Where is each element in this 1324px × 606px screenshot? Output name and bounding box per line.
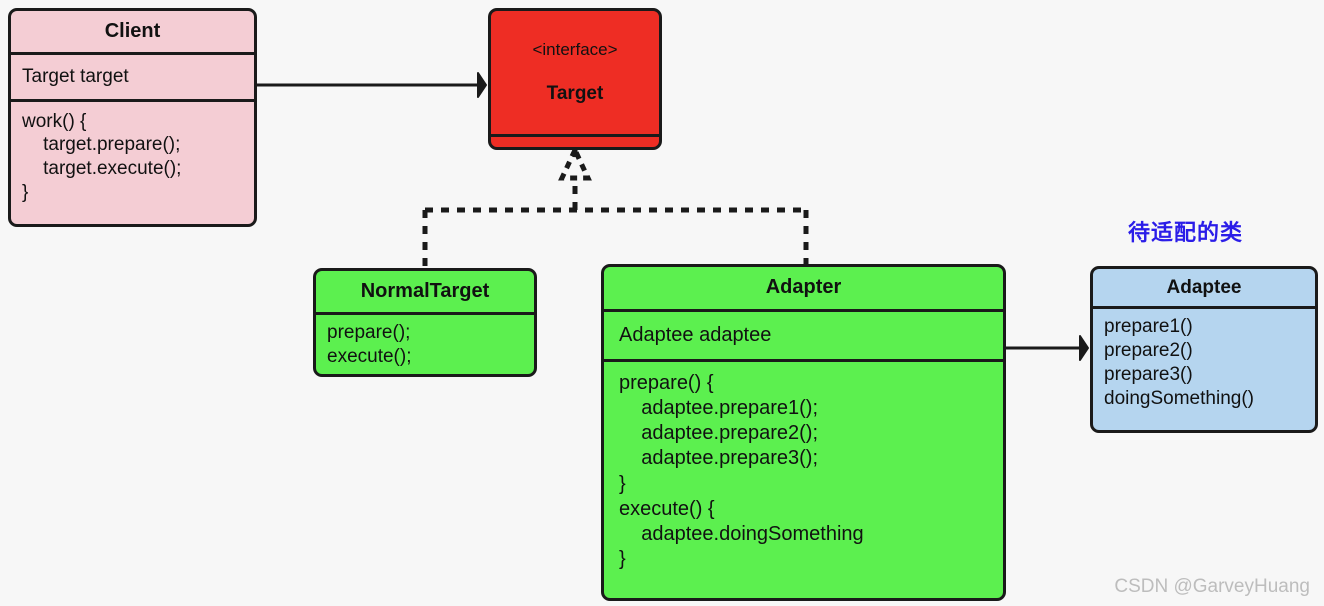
connector-realization-bus	[422, 176, 809, 268]
class-box-adaptee[interactable]: Adaptee prepare1() prepare2() prepare3()…	[1090, 266, 1318, 433]
connector-client-to-target	[257, 72, 487, 98]
class-operations-client: work() { target.prepare(); target.execut…	[11, 98, 254, 206]
class-name-normaltarget: NormalTarget	[360, 280, 490, 302]
watermark: CSDN @GarveyHuang	[1114, 576, 1310, 597]
class-attributes-adapter: Adaptee adaptee	[604, 308, 1003, 359]
class-stereotype-target: <interface>	[532, 40, 618, 60]
annotation-adaptee-note: 待适配的类	[1128, 220, 1244, 245]
class-box-client[interactable]: Client Target target work() { target.pre…	[8, 8, 257, 227]
class-title-target: Target	[546, 82, 604, 104]
class-operations-adapter: prepare() { adaptee.prepare1(); adaptee.…	[604, 358, 1003, 573]
class-name-adapter: Adapter	[765, 276, 842, 298]
class-box-adapter[interactable]: Adapter Adaptee adaptee prepare() { adap…	[601, 264, 1006, 601]
class-box-target[interactable]: <interface> Target prepare(); execute();	[488, 8, 662, 150]
class-operations-normaltarget: prepare(); execute();	[316, 311, 534, 369]
class-name-target: <interface> Target	[491, 11, 659, 134]
realization-arrowhead-icon	[558, 144, 592, 181]
connector-adapter-to-adaptee	[1006, 335, 1089, 361]
class-operations-adaptee: prepare1() prepare2() prepare3() doingSo…	[1093, 306, 1315, 411]
class-name-client: Client	[104, 20, 161, 42]
class-box-normaltarget[interactable]: NormalTarget prepare(); execute();	[313, 268, 537, 377]
class-name-adaptee: Adaptee	[1166, 277, 1242, 298]
class-operations-target: prepare(); execute();	[491, 133, 659, 147]
class-attributes-client: Target target	[11, 51, 254, 99]
